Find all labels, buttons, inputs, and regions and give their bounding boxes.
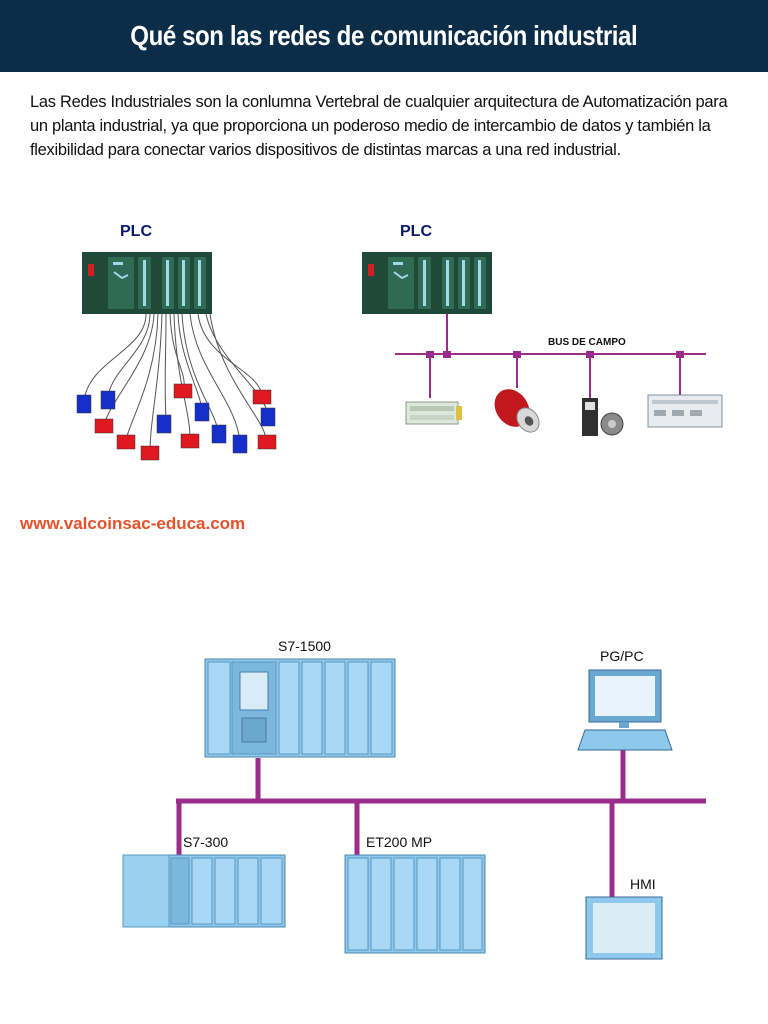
right-plc-rack bbox=[362, 252, 492, 314]
title-banner: Qué son las redes de comunicación indust… bbox=[0, 0, 768, 72]
io-module-device bbox=[405, 401, 462, 425]
s7-300-label: S7-300 bbox=[183, 834, 228, 850]
field-devices-wired bbox=[76, 383, 277, 461]
hmi-panel bbox=[585, 896, 663, 960]
left-plc-rack bbox=[82, 252, 212, 314]
profinet-network-diagram: S7-1500 PG/PC S7-300 bbox=[122, 638, 706, 960]
left-plc-label: PLC bbox=[120, 223, 152, 240]
point-to-point-diagram: PLC bbox=[76, 223, 277, 461]
s7-1500-label: S7-1500 bbox=[278, 638, 331, 654]
pg-pc-computer bbox=[577, 669, 673, 751]
drive-device bbox=[582, 398, 624, 436]
et200mp-station bbox=[344, 854, 486, 954]
hmi-label: HMI bbox=[630, 876, 656, 892]
page-title: Qué son las redes de comunicación indust… bbox=[130, 20, 638, 51]
et200mp-label: ET200 MP bbox=[366, 834, 432, 850]
point-to-point-wires bbox=[83, 313, 269, 453]
fieldbus-diagram: PLC BUS DE CAMPO bbox=[362, 223, 723, 436]
network-bus-lines bbox=[176, 750, 706, 897]
s7-300-plc bbox=[122, 854, 286, 928]
fieldbus-line bbox=[395, 314, 706, 398]
rack-unit-device bbox=[647, 394, 723, 428]
website-link[interactable]: www.valcoinsac-educa.com bbox=[20, 514, 246, 533]
pg-pc-label: PG/PC bbox=[600, 648, 644, 664]
s7-1500-plc bbox=[204, 658, 396, 758]
bus-de-campo-label: BUS DE CAMPO bbox=[548, 337, 626, 348]
motor-device bbox=[494, 389, 540, 433]
right-plc-label: PLC bbox=[400, 223, 432, 240]
intro-paragraph: Las Redes Industriales son la conlumna V… bbox=[30, 93, 728, 159]
